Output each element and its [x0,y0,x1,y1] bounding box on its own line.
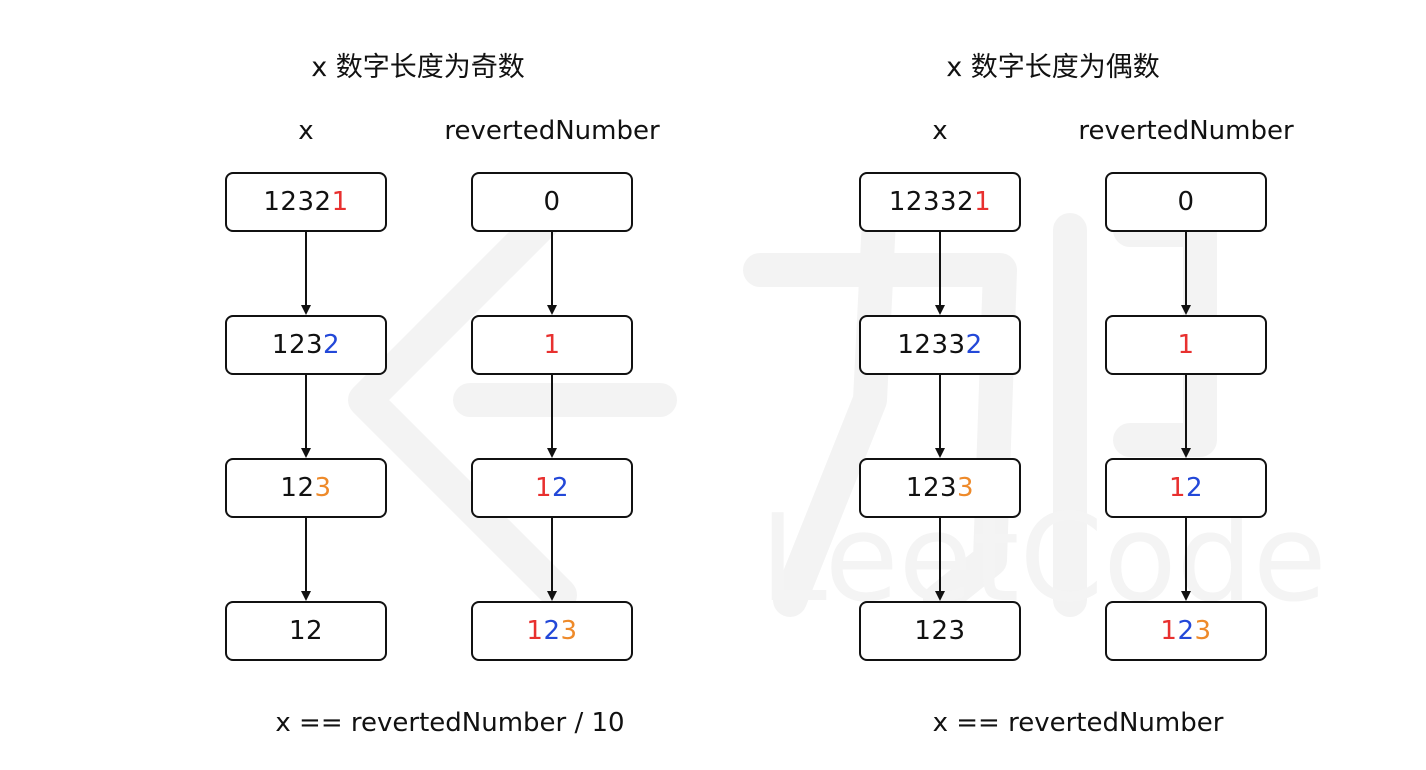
even-reverted-box-0: 0 [1105,172,1267,232]
digit-segment: 3 [560,616,578,646]
even-x-box-3: 123 [859,601,1021,661]
odd-reverted-box-0: 0 [471,172,633,232]
digit-segment: 3 [957,473,975,503]
odd-x-label: x [298,116,314,146]
digit-segment: 1 [543,330,561,360]
digit-segment: 12 [288,616,324,646]
digit-segment: 1 [534,473,552,503]
odd-reverted-label: revertedNumber [444,116,660,146]
digit-segment: 2 [965,330,983,360]
digit-segment: 2 [1186,473,1204,503]
digit-segment: 1 [974,187,992,217]
even-panel-title: x 数字长度为偶数 [946,52,1160,83]
digit-segment: 123 [905,473,958,503]
digit-segment: 1 [1168,473,1186,503]
digit-segment: 2 [323,330,341,360]
even-condition: x == revertedNumber [932,708,1224,738]
digit-segment: 3 [1194,616,1212,646]
odd-reverted-box-1: 1 [471,315,633,375]
digit-segment: 0 [1177,187,1195,217]
digit-segment: 1232 [263,187,332,217]
digit-segment: 1 [1160,616,1178,646]
digit-segment: 2 [552,473,570,503]
digit-segment: 1 [1177,330,1195,360]
digit-segment: 12 [280,473,315,503]
digit-segment: 3 [314,473,332,503]
digit-segment: 0 [543,187,561,217]
digit-segment: 1233 [897,330,966,360]
digit-segment: 123 [914,616,966,646]
odd-condition: x == revertedNumber / 10 [275,708,625,738]
digit-segment: 1 [331,187,349,217]
even-reverted-label: revertedNumber [1078,116,1294,146]
digit-segment: 123 [271,330,324,360]
digit-segment: 2 [543,616,561,646]
odd-panel-title: x 数字长度为奇数 [311,52,525,83]
digit-segment: 12332 [888,187,975,217]
even-reverted-box-1: 1 [1105,315,1267,375]
digit-segment: 2 [1177,616,1195,646]
digit-segment: 1 [526,616,544,646]
even-x-label: x [932,116,948,146]
odd-x-box-3: 12 [225,601,387,661]
